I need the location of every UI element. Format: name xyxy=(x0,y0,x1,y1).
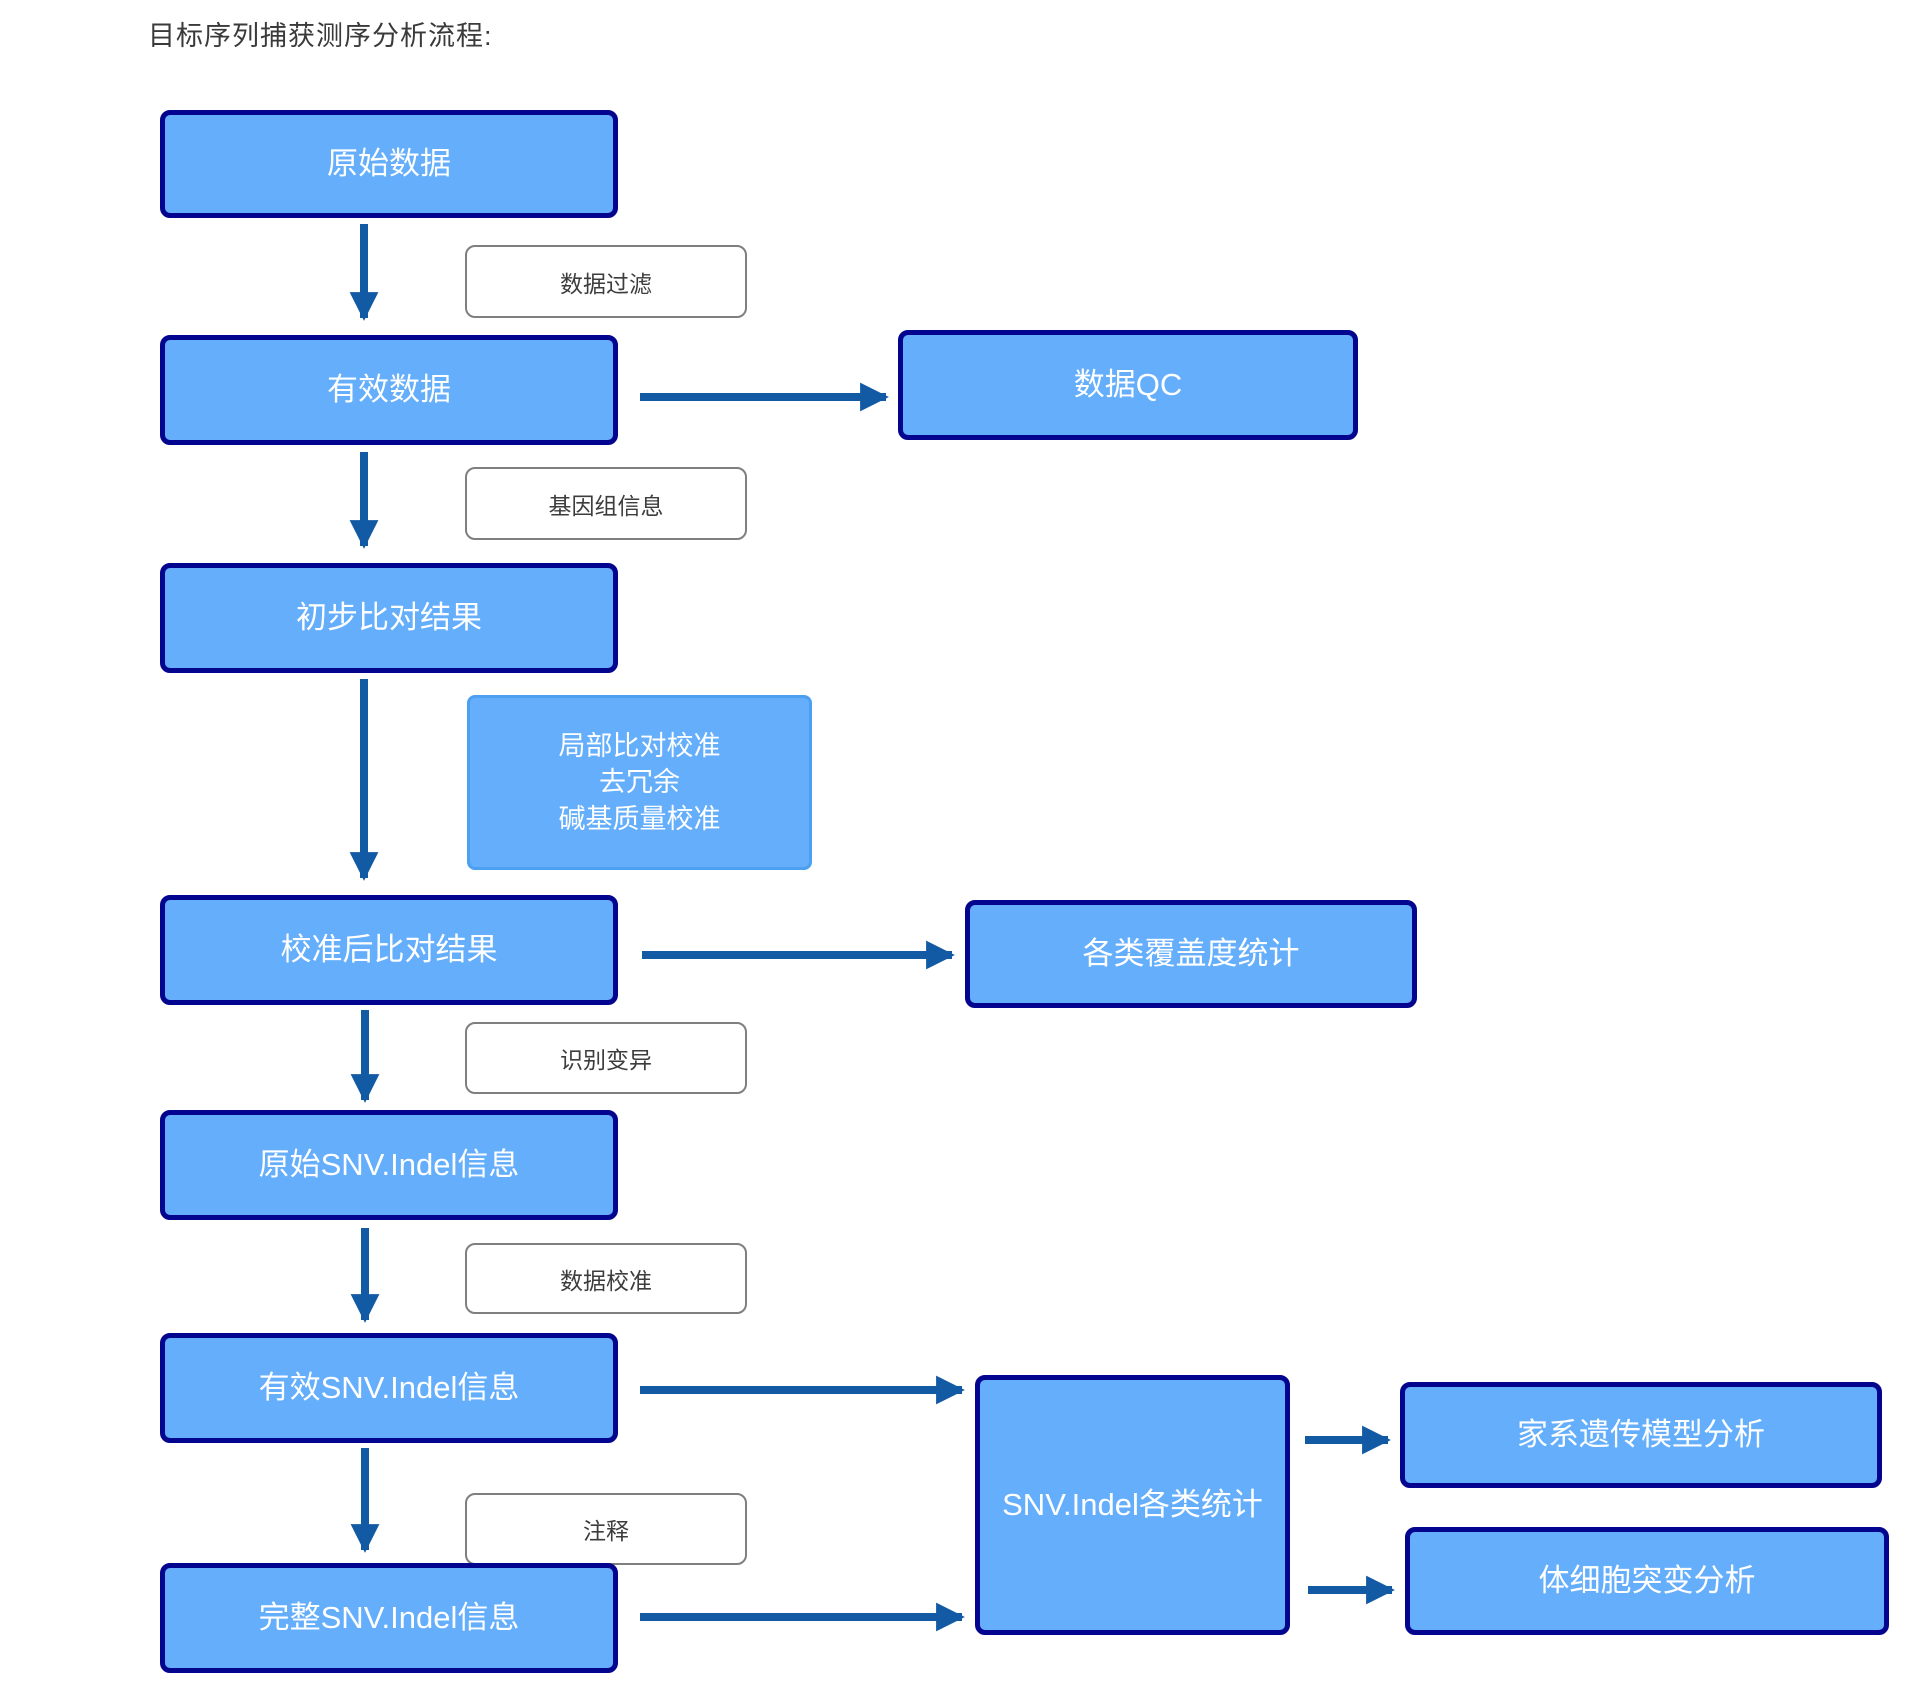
node-coverage-stats-label: 各类覆盖度统计 xyxy=(1082,935,1300,971)
node-valid-data: 有效数据 xyxy=(160,335,618,445)
label-data-calibration-text: 数据校准 xyxy=(560,1267,652,1294)
node-family-model: 家系遗传模型分析 xyxy=(1400,1382,1882,1488)
label-local-calibration-line1: 局部比对校准 xyxy=(558,730,721,761)
node-valid-data-label: 有效数据 xyxy=(327,371,451,407)
node-data-qc-label: 数据QC xyxy=(1073,366,1183,402)
label-data-calibration: 数据校准 xyxy=(465,1243,747,1314)
node-raw-data-label: 原始数据 xyxy=(327,145,451,181)
node-valid-snv-label: 有效SNV.Indel信息 xyxy=(258,1369,520,1405)
node-raw-data: 原始数据 xyxy=(160,110,618,218)
node-data-qc: 数据QC xyxy=(898,330,1358,440)
node-prelim-align: 初步比对结果 xyxy=(160,563,618,673)
label-local-calibration-line3: 碱基质量校准 xyxy=(558,803,721,834)
node-somatic-mutation: 体细胞突变分析 xyxy=(1405,1527,1889,1635)
label-local-calibration: 局部比对校准 去冗余 碱基质量校准 xyxy=(467,695,812,870)
node-snv-stats-label: SNV.Indel各类统计 xyxy=(1002,1486,1263,1522)
label-data-filter: 数据过滤 xyxy=(465,245,747,318)
node-family-model-label: 家系遗传模型分析 xyxy=(1517,1416,1765,1452)
node-calibrated-align: 校准后比对结果 xyxy=(160,895,618,1005)
node-raw-snv: 原始SNV.Indel信息 xyxy=(160,1110,618,1220)
node-complete-snv: 完整SNV.Indel信息 xyxy=(160,1563,618,1673)
label-genome-info: 基因组信息 xyxy=(465,467,747,540)
label-annotation-text: 注释 xyxy=(583,1518,629,1544)
node-calibrated-align-label: 校准后比对结果 xyxy=(280,931,498,967)
node-snv-stats: SNV.Indel各类统计 xyxy=(975,1375,1290,1635)
node-raw-snv-label: 原始SNV.Indel信息 xyxy=(258,1146,520,1182)
page-title: 目标序列捕获测序分析流程: xyxy=(148,21,493,51)
label-annotation: 注释 xyxy=(465,1493,747,1565)
node-somatic-mutation-label: 体细胞突变分析 xyxy=(1538,1562,1756,1598)
node-coverage-stats: 各类覆盖度统计 xyxy=(965,900,1417,1008)
label-identify-variants-text: 识别变异 xyxy=(560,1047,652,1073)
node-valid-snv: 有效SNV.Indel信息 xyxy=(160,1333,618,1443)
label-identify-variants: 识别变异 xyxy=(465,1022,747,1094)
node-prelim-align-label: 初步比对结果 xyxy=(296,599,482,635)
label-data-filter-text: 数据过滤 xyxy=(560,270,652,297)
label-local-calibration-line2: 去冗余 xyxy=(599,767,680,798)
node-complete-snv-label: 完整SNV.Indel信息 xyxy=(258,1599,520,1635)
label-genome-info-text: 基因组信息 xyxy=(548,492,664,519)
